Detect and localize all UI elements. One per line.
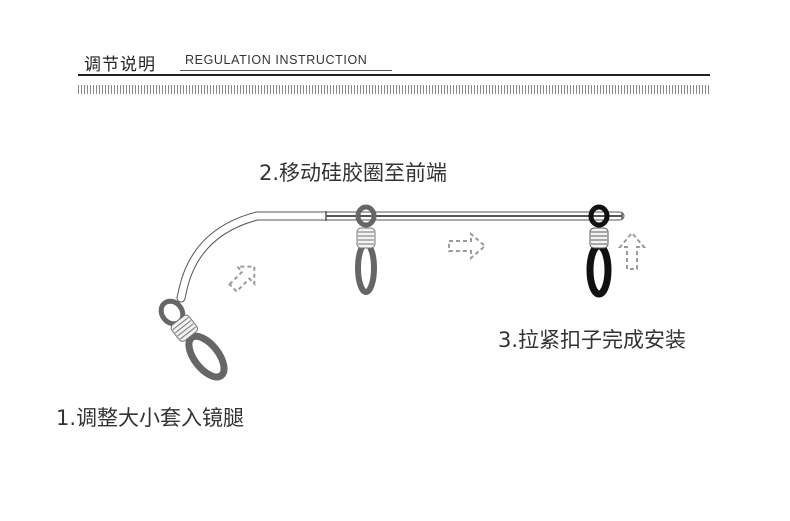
arrow-up-right-icon [228, 265, 256, 293]
header-rule [78, 74, 710, 76]
silicone-loop-1 [158, 298, 228, 381]
step-2-label: 2.移动硅胶圈至前端 [259, 161, 448, 185]
silicone-loop-3 [586, 204, 612, 298]
step-3-label: 3.拉紧扣子完成安装 [498, 328, 687, 352]
section-title-cn: 调节说明 [84, 55, 156, 75]
hatched-band [78, 85, 710, 94]
section-title-en: REGULATION INSTRUCTION [185, 53, 368, 67]
silicone-loop-2 [355, 204, 377, 295]
arrow-right-icon [448, 231, 487, 261]
arrow-up-icon [617, 231, 647, 270]
title-underline [180, 70, 392, 71]
step-1-label: 1.调整大小套入镜腿 [56, 406, 245, 430]
temple-arm [176, 211, 625, 303]
